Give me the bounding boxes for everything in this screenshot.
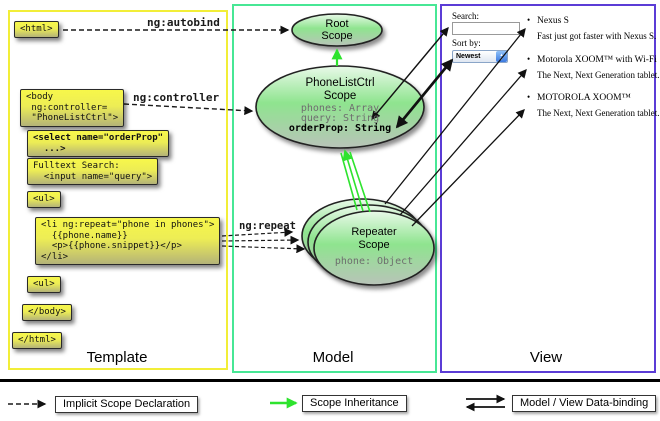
phone-list-item: • Motorola XOOM™ with Wi-Fi The Next, Nex…: [527, 54, 659, 80]
ng-repeat-label: ng:repeat: [239, 220, 296, 232]
code-box-html-open: <html>: [14, 21, 59, 38]
ng-controller-label: ng:controller: [133, 91, 220, 104]
code-box-html-close: </html>: [12, 332, 62, 349]
repeater-prop-phone: phone: Object: [334, 256, 414, 267]
model-panel-label: Model: [312, 349, 354, 366]
phonelistctrl-scope-title: PhoneListCtrl Scope: [305, 77, 375, 102]
phone-name: Motorola XOOM™ with Wi-Fi: [537, 55, 657, 65]
sort-select[interactable]: Newest ▲▼: [452, 50, 508, 63]
phone-snippet: Fast just got faster with Nexus S.: [537, 31, 657, 41]
code-box-body-open: <body ng:controller= "PhoneListCtrl">: [20, 89, 125, 127]
phone-snippet: The Next, Next Generation tablet.: [537, 108, 660, 118]
ng-autobind-label: ng:autobind: [147, 16, 220, 29]
search-label: Search:: [452, 11, 479, 21]
phone-list-item: • Nexus S Fast just got faster with Nexus…: [527, 15, 656, 41]
bullet-icon: •: [527, 92, 531, 102]
code-box-ul-close: <ul>: [27, 276, 61, 293]
phone-name: Nexus S: [537, 16, 569, 26]
sort-by-label: Sort by:: [452, 38, 481, 48]
phone-list-item: • MOTOROLA XOOM™ The Next, Next Generatio…: [527, 92, 659, 118]
root-scope-title: Root Scope: [321, 18, 353, 42]
code-box-li-repeat: <li ng:repeat="phone in phones"> {{phone…: [35, 217, 221, 265]
code-box-select-orderprop: <select name="orderProp" ...>: [27, 130, 170, 157]
view-panel-label: View: [529, 349, 563, 366]
model-panel: [232, 4, 437, 373]
sort-select-value: Newest: [456, 53, 481, 60]
phone-snippet: The Next, Next Generation tablet.: [537, 70, 660, 80]
repeater-scope-title: Repeater Scope: [351, 226, 397, 251]
code-box-body-close: </body>: [22, 304, 72, 321]
code-box-ul-open: <ul>: [27, 191, 61, 208]
phonelistctrl-prop-orderprop: orderProp: String: [288, 123, 392, 134]
code-box-fulltext-search: Fulltext Search: <input name="query">: [27, 158, 159, 185]
template-panel-label: Template: [86, 349, 148, 366]
legend-divider: [0, 379, 660, 382]
phone-name: MOTOROLA XOOM™: [537, 93, 631, 103]
stepper-icon: ▲▼: [496, 51, 507, 62]
legend-model-view-databinding: Model / View Data-binding: [512, 395, 657, 412]
legend-implicit-scope-declaration: Implicit Scope Declaration: [55, 396, 199, 413]
bullet-icon: •: [527, 54, 531, 64]
legend-scope-inheritance: Scope Inheritance: [302, 395, 407, 412]
search-input[interactable]: [452, 22, 520, 35]
bullet-icon: •: [527, 15, 531, 25]
